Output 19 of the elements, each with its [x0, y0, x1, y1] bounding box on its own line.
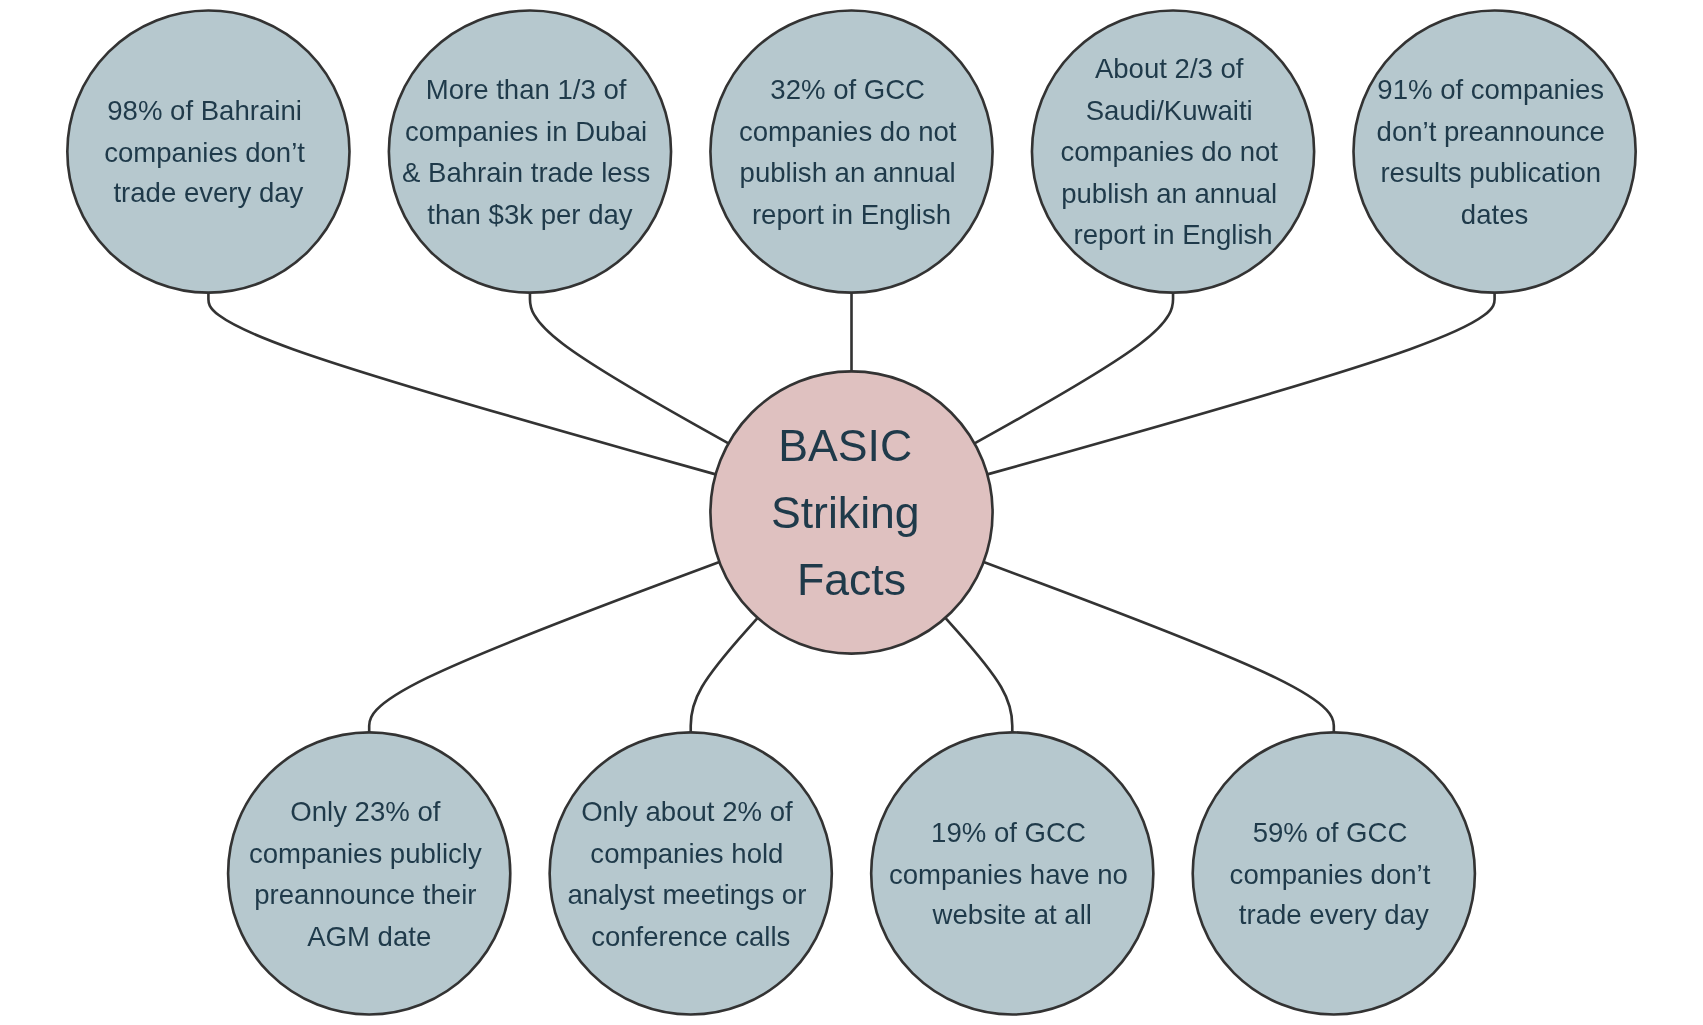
- node-circle: More than 1/3 of companies in Dubai & Bahrain trade less than $3k per day: [387, 9, 673, 294]
- node-circle: 19% of GCC companies have no website at all: [869, 731, 1155, 1016]
- node-circle: 91% of companies don’t preannounce results publication dates: [1352, 9, 1637, 294]
- node-circle: BASIC Striking Facts: [709, 370, 994, 655]
- node-circle: Only about 2% of companies hold analyst meetings or conference calls: [548, 731, 834, 1016]
- connector: [207, 292, 716, 476]
- connector: [367, 560, 720, 733]
- connector: [528, 292, 730, 445]
- connector: [973, 292, 1175, 445]
- connector: [850, 292, 853, 372]
- node-circle: 98% of Bahraini companies don’t trade every day: [66, 9, 351, 294]
- node-circle: 32% of GCC companies do not publish an annual report in English: [709, 9, 994, 294]
- connector: [987, 292, 1496, 476]
- connector: [944, 616, 1014, 733]
- node-circle: About 2/3 of Saudi/Kuwaiti companies do not publish an annual report in English: [1030, 9, 1316, 294]
- connector: [689, 616, 759, 733]
- node-circle: Only 23% of companies publicly preannounce their AGM date: [226, 731, 512, 1016]
- connector: [983, 560, 1336, 733]
- node-circle: 59% of GCC companies don’t trade every day: [1191, 731, 1477, 1016]
